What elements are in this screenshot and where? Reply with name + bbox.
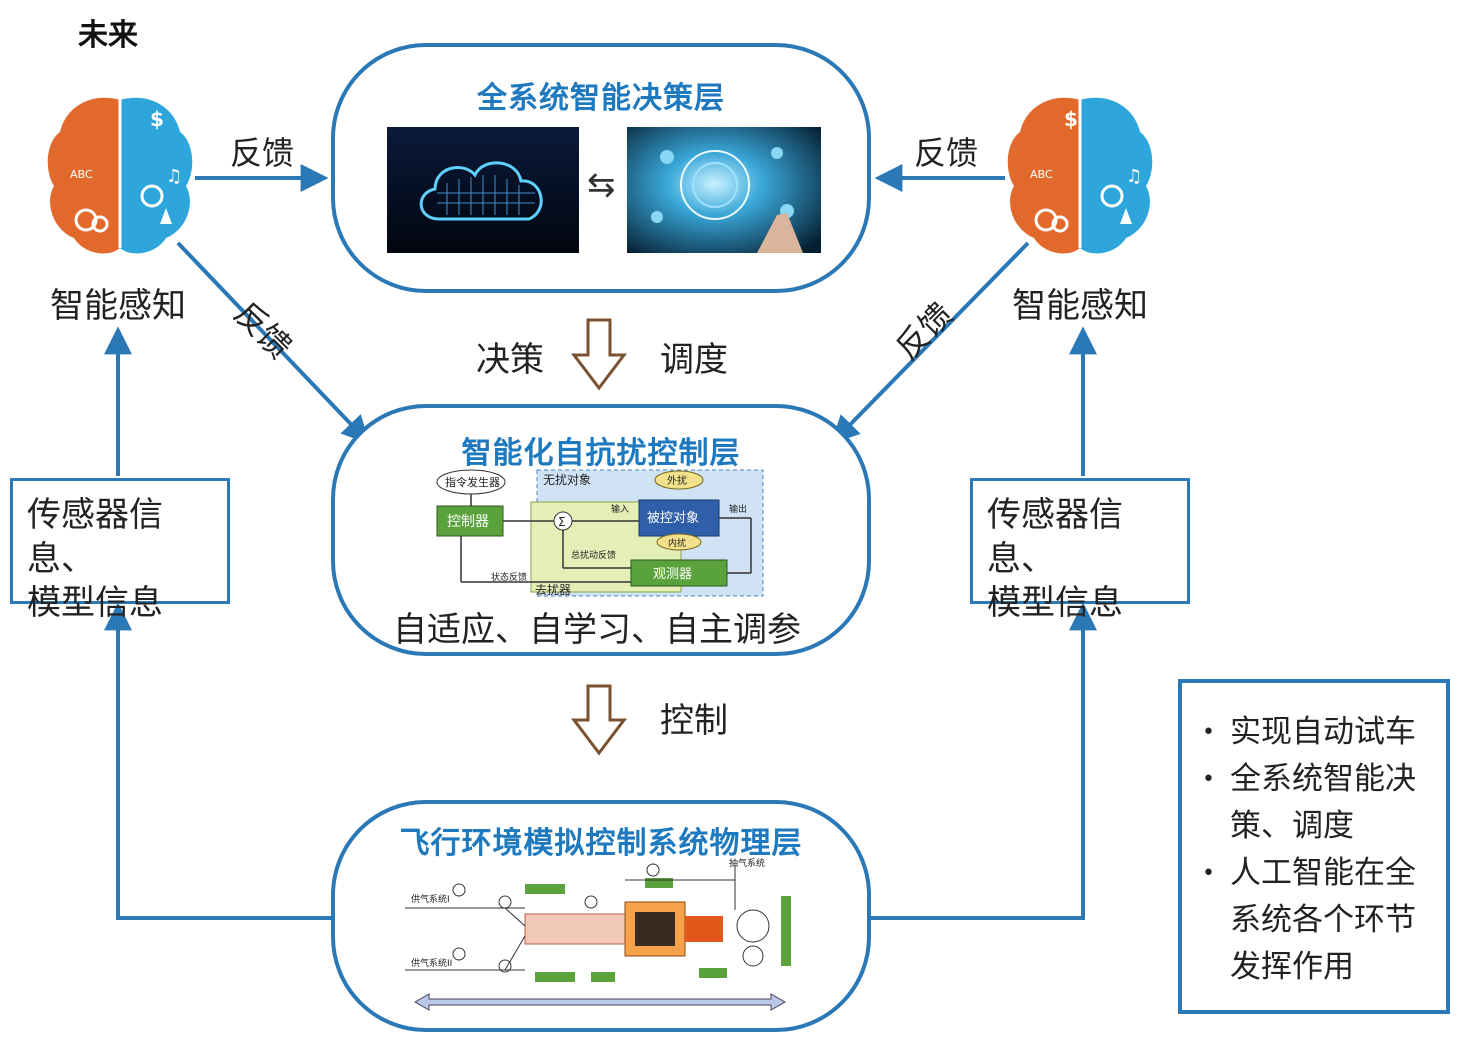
adrc-block-diagram: 无扰对象 指令发生器 控制器 Σ 外扰 被控对象 内扰 输入 输出 观测器 总扰… xyxy=(436,469,764,597)
physical-layer-title: 飞行环境模拟控制系统物理层 xyxy=(399,826,803,861)
loop-line-right-bottom xyxy=(868,602,1097,920)
bullet-item: 实现自动试车 xyxy=(1196,709,1436,756)
supply-system-1-label: 供气系统I xyxy=(411,893,450,905)
input-label: 输入 xyxy=(611,503,629,515)
disturbance-remover-label: 去扰器 xyxy=(535,583,571,597)
command-generator-label: 指令发生器 xyxy=(445,475,500,489)
total-disturbance-feedback-label: 总扰动反馈 xyxy=(571,549,616,561)
svg-text:♫: ♫ xyxy=(1126,166,1142,187)
state-feedback-label: 状态反馈 xyxy=(491,571,527,583)
svg-text:$: $ xyxy=(150,107,164,131)
physical-system-diagram: 供气系统I 供气系统II 抽气系统 xyxy=(405,857,791,1011)
brain-icon-left: ABC $ ♫ xyxy=(47,97,193,254)
external-disturbance-label: 外扰 xyxy=(667,474,687,487)
decision-layer-title: 全系统智能决策层 xyxy=(477,81,725,116)
info-box-left-line1: 传感器信息、 xyxy=(27,495,163,579)
control-layer-title: 智能化自抗扰控制层 xyxy=(461,436,741,471)
feedback-label-right-top: 反馈 xyxy=(914,134,979,172)
corner-label: 未来 xyxy=(78,18,138,53)
cloud-computing-image xyxy=(387,127,579,253)
feedback-arrow-left-diag xyxy=(176,241,370,445)
svg-text:$: $ xyxy=(1064,107,1078,131)
perception-label-left: 智能感知 xyxy=(50,286,186,326)
hollow-arrow-control xyxy=(570,684,628,756)
internal-disturbance-label: 内扰 xyxy=(668,537,686,549)
decision-label: 决策 xyxy=(476,340,544,380)
observer-label: 观测器 xyxy=(653,567,692,582)
sigma-label: Σ xyxy=(558,515,566,529)
ai-interaction-image xyxy=(627,127,821,253)
decision-layer: 全系统智能决策层 ⇆ xyxy=(331,43,871,293)
controlled-object-label: 被控对象 xyxy=(647,511,699,526)
svg-text:ABC: ABC xyxy=(1030,168,1053,181)
feedback-label-left-top: 反馈 xyxy=(230,134,295,172)
exchange-arrows: ⇆ xyxy=(587,165,616,205)
hollow-arrow-decision xyxy=(570,318,628,391)
info-box-right: 传感器信息、 模型信息 xyxy=(970,478,1190,623)
controller-label: 控制器 xyxy=(447,514,489,530)
dispatch-label: 调度 xyxy=(660,340,728,380)
supply-system-2-label: 供气系统II xyxy=(411,957,452,969)
undisturbed-object-label: 无扰对象 xyxy=(543,473,591,487)
svg-text:♫: ♫ xyxy=(166,166,182,187)
bullet-item: 全系统智能决策、调度 xyxy=(1196,756,1436,850)
perception-label-right: 智能感知 xyxy=(1012,286,1148,326)
exhaust-system-label: 抽气系统 xyxy=(729,857,765,869)
info-box-left-line2: 模型信息 xyxy=(27,583,163,623)
physical-layer: 飞行环境模拟控制系统物理层 供气系统I 供气系统II 抽气系统 xyxy=(331,800,871,1032)
control-layer-subtitle: 自适应、自学习、自主调参 xyxy=(393,610,801,650)
control-layer: 智能化自抗扰控制层 无扰对象 指令发生器 控制器 Σ 外扰 被控对象 内扰 输入… xyxy=(331,404,871,656)
output-label: 输出 xyxy=(729,503,747,515)
info-box-left: 传感器信息、 模型信息 xyxy=(10,478,230,623)
svg-text:ABC: ABC xyxy=(70,168,93,181)
control-label: 控制 xyxy=(660,701,728,741)
feedback-arrow-right-diag xyxy=(831,241,1030,445)
info-box-right-line2: 模型信息 xyxy=(987,583,1123,623)
info-box-right-line1: 传感器信息、 xyxy=(987,495,1123,579)
brain-icon-right: ABC $ ♫ xyxy=(1007,97,1153,254)
loop-line-left-bottom xyxy=(104,602,335,920)
